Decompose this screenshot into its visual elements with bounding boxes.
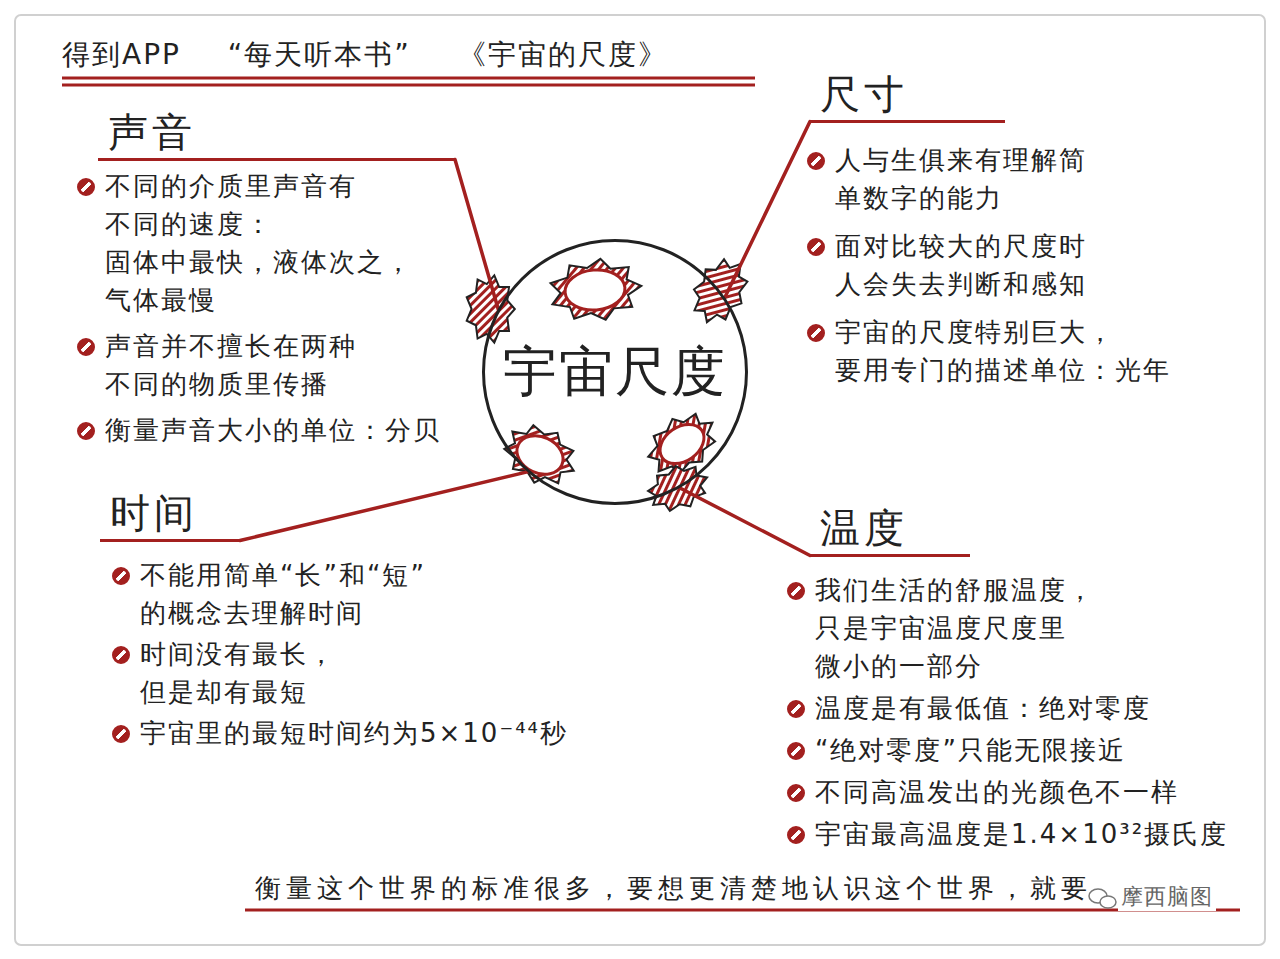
bullet-text: 温度是有最低值：绝对零度 [785,689,1195,727]
crater [497,415,586,495]
bullet-text: 不同的介质里声音有 不同的速度： 固体中最快，液体次之， 气体最慢 [75,167,435,319]
branch-heading: 时间 [100,491,240,542]
bullet-text: 面对比较大的尺度时 人会失去判断和感知 [805,227,1135,303]
branch-heading: 声音 [98,110,455,161]
bullet-text: 时间没有最长， 但是却有最短 [110,635,370,711]
branch-connector [455,160,498,311]
bullet-text: 宇宙的尺度特别巨大， 要用专门的描述单位：光年 [805,313,1205,389]
bullet-text: 不能用简单“长”和“短” 的概念去理解时间 [110,556,460,632]
page-frame [15,15,1265,945]
page-title: 得到APP “每天听本书” 《宇宙的尺度》 [62,38,668,72]
branch-topic: 时间不能用简单“长”和“短” 的概念去理解时间时间没有最长， 但是却有最短宇宙里… [100,491,610,752]
crater-rim [549,256,644,325]
crater-pit [653,416,712,471]
bullet-text: 我们生活的舒服温度， 只是宇宙温度尺度里 微小的一部分 [785,571,1115,685]
center-title: 宇宙尺度 [503,336,727,409]
bullet-text: 人与生俱来有理解简 单数字的能力 [805,141,1135,217]
title-underline [62,77,755,80]
branch-heading: 尺寸 [810,72,1005,123]
bullet-text: 衡量声音大小的单位：分贝 [75,411,465,449]
crater-rim [497,415,586,495]
branch-connector [240,472,528,541]
summary-caption: 衡量这个世界的标准很多，要想更清楚地认识这个世界，就要 [255,872,1092,904]
watermark-label: 摩西脑图 [1118,883,1216,911]
branch-heading: 温度 [810,506,970,557]
bullet-text: 宇宙里的最短时间约为5×10⁻⁴⁴秒 [110,714,610,752]
branch-topic: 尺寸人与生俱来有理解简 单数字的能力面对比较大的尺度时 人会失去判断和感知宇宙的… [805,72,1205,389]
planet-circle: 宇宙尺度 [482,239,748,505]
bullet-text: 不同高温发出的光颜色不一样 [785,773,1215,811]
bullet-text: 宇宙最高温度是1.4×10³²摄氏度 [785,815,1255,853]
branch-topic: 温度我们生活的舒服温度， 只是宇宙温度尺度里 微小的一部分温度是有最低值：绝对零… [785,506,1255,853]
branch-topic: 声音不同的介质里声音有 不同的速度： 固体中最快，液体次之， 气体最慢声音并不擅… [75,110,465,449]
branch-connector [679,487,810,555]
caption-underline [245,909,1240,912]
watermark-icon [1089,889,1116,908]
crater [549,256,644,325]
branch-connector [724,122,810,299]
bullet-text: “绝对零度”只能无限接近 [785,731,1195,769]
planet-outline-circle [484,241,747,504]
bullet-text: 声音并不擅长在两种 不同的物质里传播 [75,327,435,403]
title-underline [62,84,755,87]
crater-pit [563,267,626,312]
